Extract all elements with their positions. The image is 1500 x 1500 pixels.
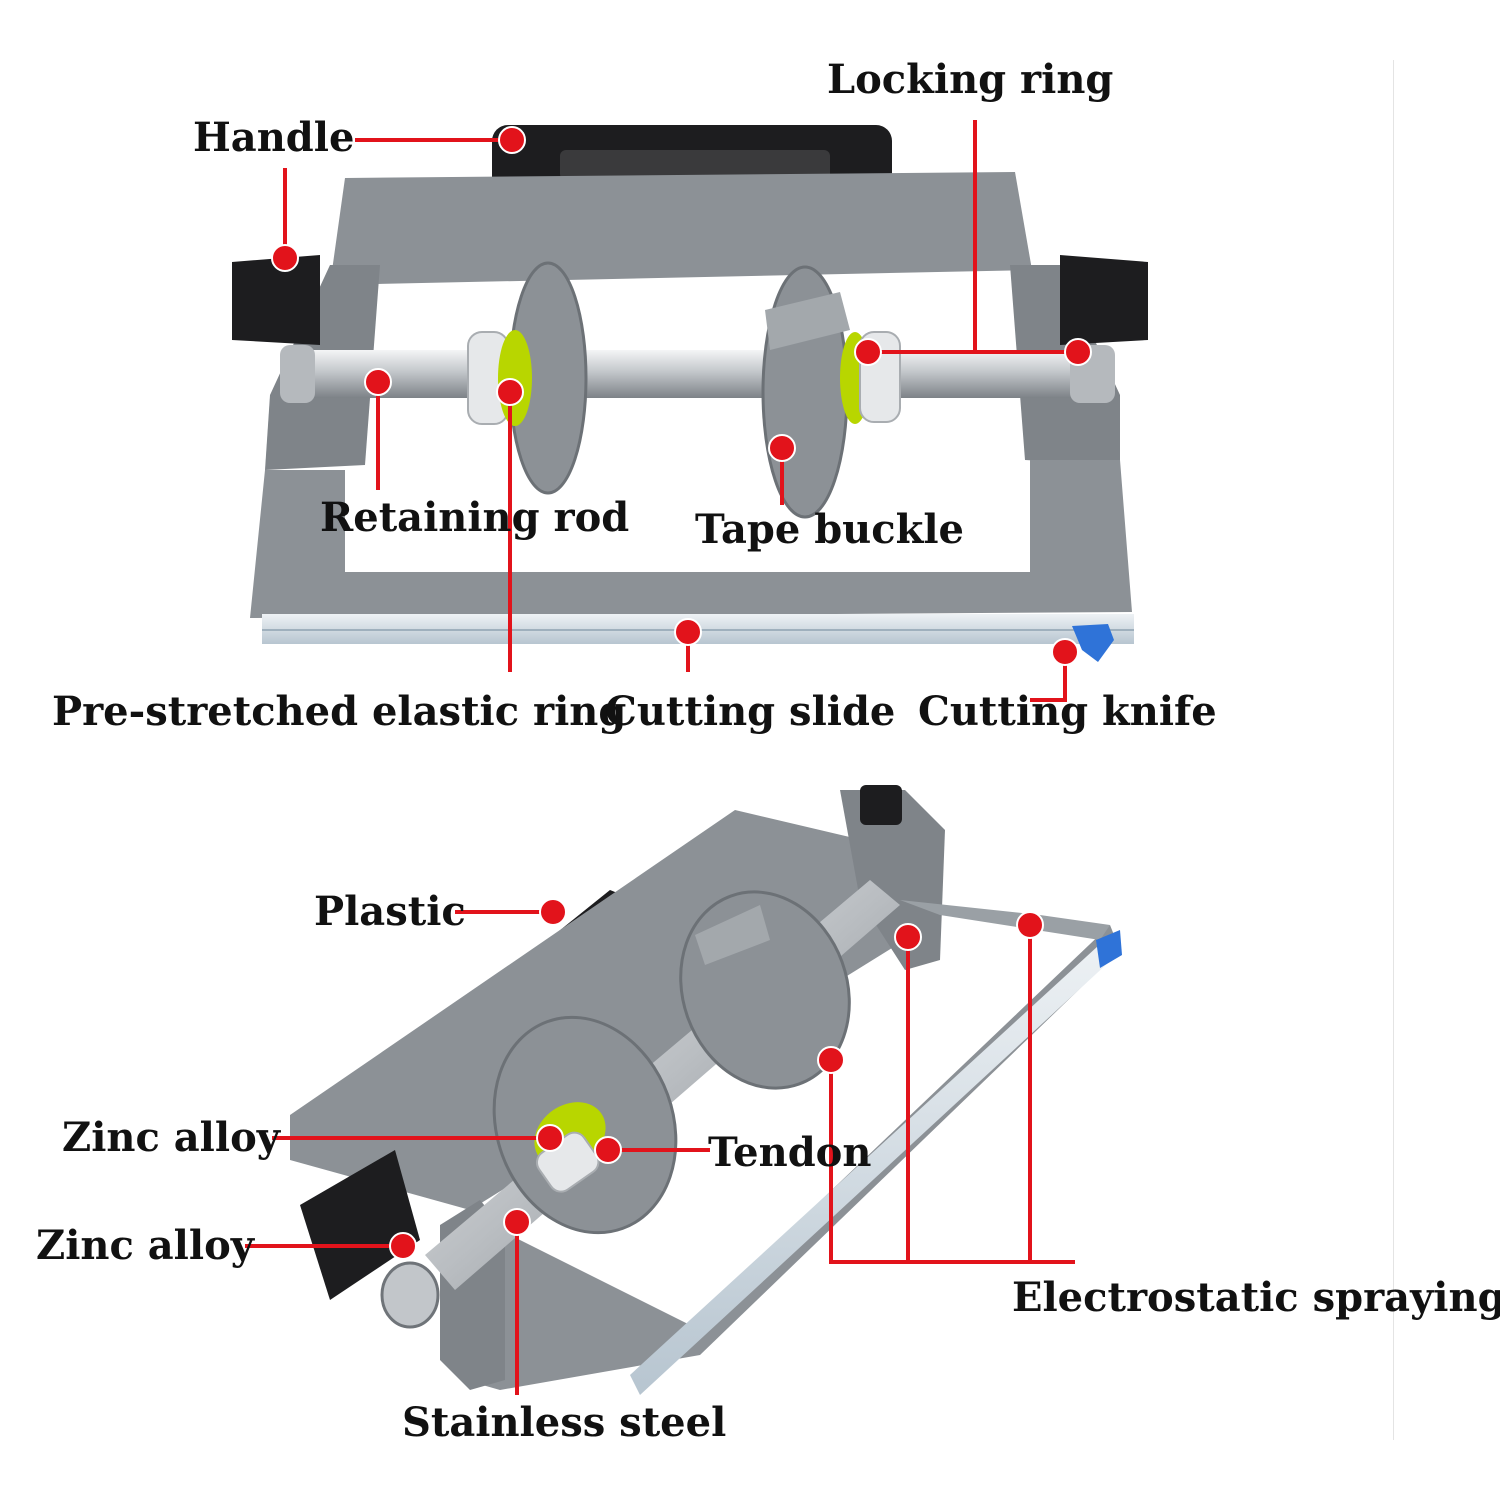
callout-dot-handle-side xyxy=(271,244,299,272)
label-retaining-rod: Retaining rod xyxy=(320,494,630,541)
label-plastic: Plastic xyxy=(314,888,466,935)
top-cutting-knife xyxy=(1072,624,1114,662)
callout-dot-zinc-alloy-1 xyxy=(536,1124,564,1152)
callouts xyxy=(245,120,1078,1395)
bottom-cutting-knife xyxy=(1096,930,1122,968)
callout-dot-tape-buckle xyxy=(768,434,796,462)
label-cutting-slide: Cutting slide xyxy=(605,688,896,735)
bottom-side-handle-right xyxy=(860,785,902,825)
callout-dot-cutting-slide xyxy=(674,618,702,646)
top-frame-back-plate xyxy=(330,172,1032,285)
right-divider xyxy=(1393,60,1394,1440)
bottom-view xyxy=(290,785,1122,1395)
callout-dots xyxy=(271,126,1092,1260)
bottom-side-handle-left xyxy=(300,1150,420,1300)
bottom-cutting-slide-rail xyxy=(630,935,1122,1395)
label-handle: Handle xyxy=(193,114,355,161)
bottom-base-frame-back xyxy=(900,900,1110,940)
top-handle-slot xyxy=(560,150,830,180)
callout-dot-locking-ring-right xyxy=(1064,338,1092,366)
label-zinc-alloy-2: Zinc alloy xyxy=(36,1222,254,1269)
bottom-tape-buckle-plate xyxy=(695,905,770,965)
top-side-handle-left xyxy=(232,255,320,345)
callout-dot-stainless-steel xyxy=(503,1208,531,1236)
callout-dot-locking-ring-left xyxy=(854,338,882,366)
label-cutting-knife: Cutting knife xyxy=(918,688,1217,735)
callout-dot-retaining-rod xyxy=(364,368,392,396)
label-tendon: Tendon xyxy=(708,1129,872,1176)
label-pre-stretched-elastic-ring: Pre-stretched elastic ring xyxy=(52,688,627,735)
callout-line-cutting-knife xyxy=(1030,652,1067,702)
top-tape-buckle-plate xyxy=(765,292,850,350)
callout-dot-electrostatic-c xyxy=(1016,911,1044,939)
callout-dot-electrostatic-a xyxy=(817,1046,845,1074)
top-side-handle-right xyxy=(1060,255,1148,345)
label-electrostatic-spraying: Electrostatic spraying xyxy=(1012,1274,1500,1321)
top-stainless-rod xyxy=(282,350,1112,398)
callout-dot-handle-top xyxy=(498,126,526,154)
bottom-base-frame xyxy=(465,925,1120,1390)
label-stainless-steel: Stainless steel xyxy=(402,1399,727,1446)
label-tape-buckle: Tape buckle xyxy=(695,506,964,553)
top-rod-end-left xyxy=(280,345,315,403)
callout-dot-tendon xyxy=(594,1136,622,1164)
top-left-elastic-ring xyxy=(498,330,532,426)
top-view xyxy=(232,125,1148,662)
callout-dot-cutting-knife xyxy=(1051,638,1079,666)
label-zinc-alloy-1: Zinc alloy xyxy=(62,1114,280,1161)
label-locking-ring: Locking ring xyxy=(827,56,1114,103)
callout-dot-plastic xyxy=(539,898,567,926)
callout-line-electrostatic-a xyxy=(829,1060,1075,1264)
callout-dot-electrostatic-b xyxy=(894,923,922,951)
bottom-rod-end-left xyxy=(380,1261,440,1329)
callout-dot-zinc-alloy-2 xyxy=(389,1232,417,1260)
callout-dot-elastic-ring xyxy=(496,378,524,406)
bottom-frame-right-side xyxy=(840,790,945,970)
top-base-frame xyxy=(250,460,1132,618)
